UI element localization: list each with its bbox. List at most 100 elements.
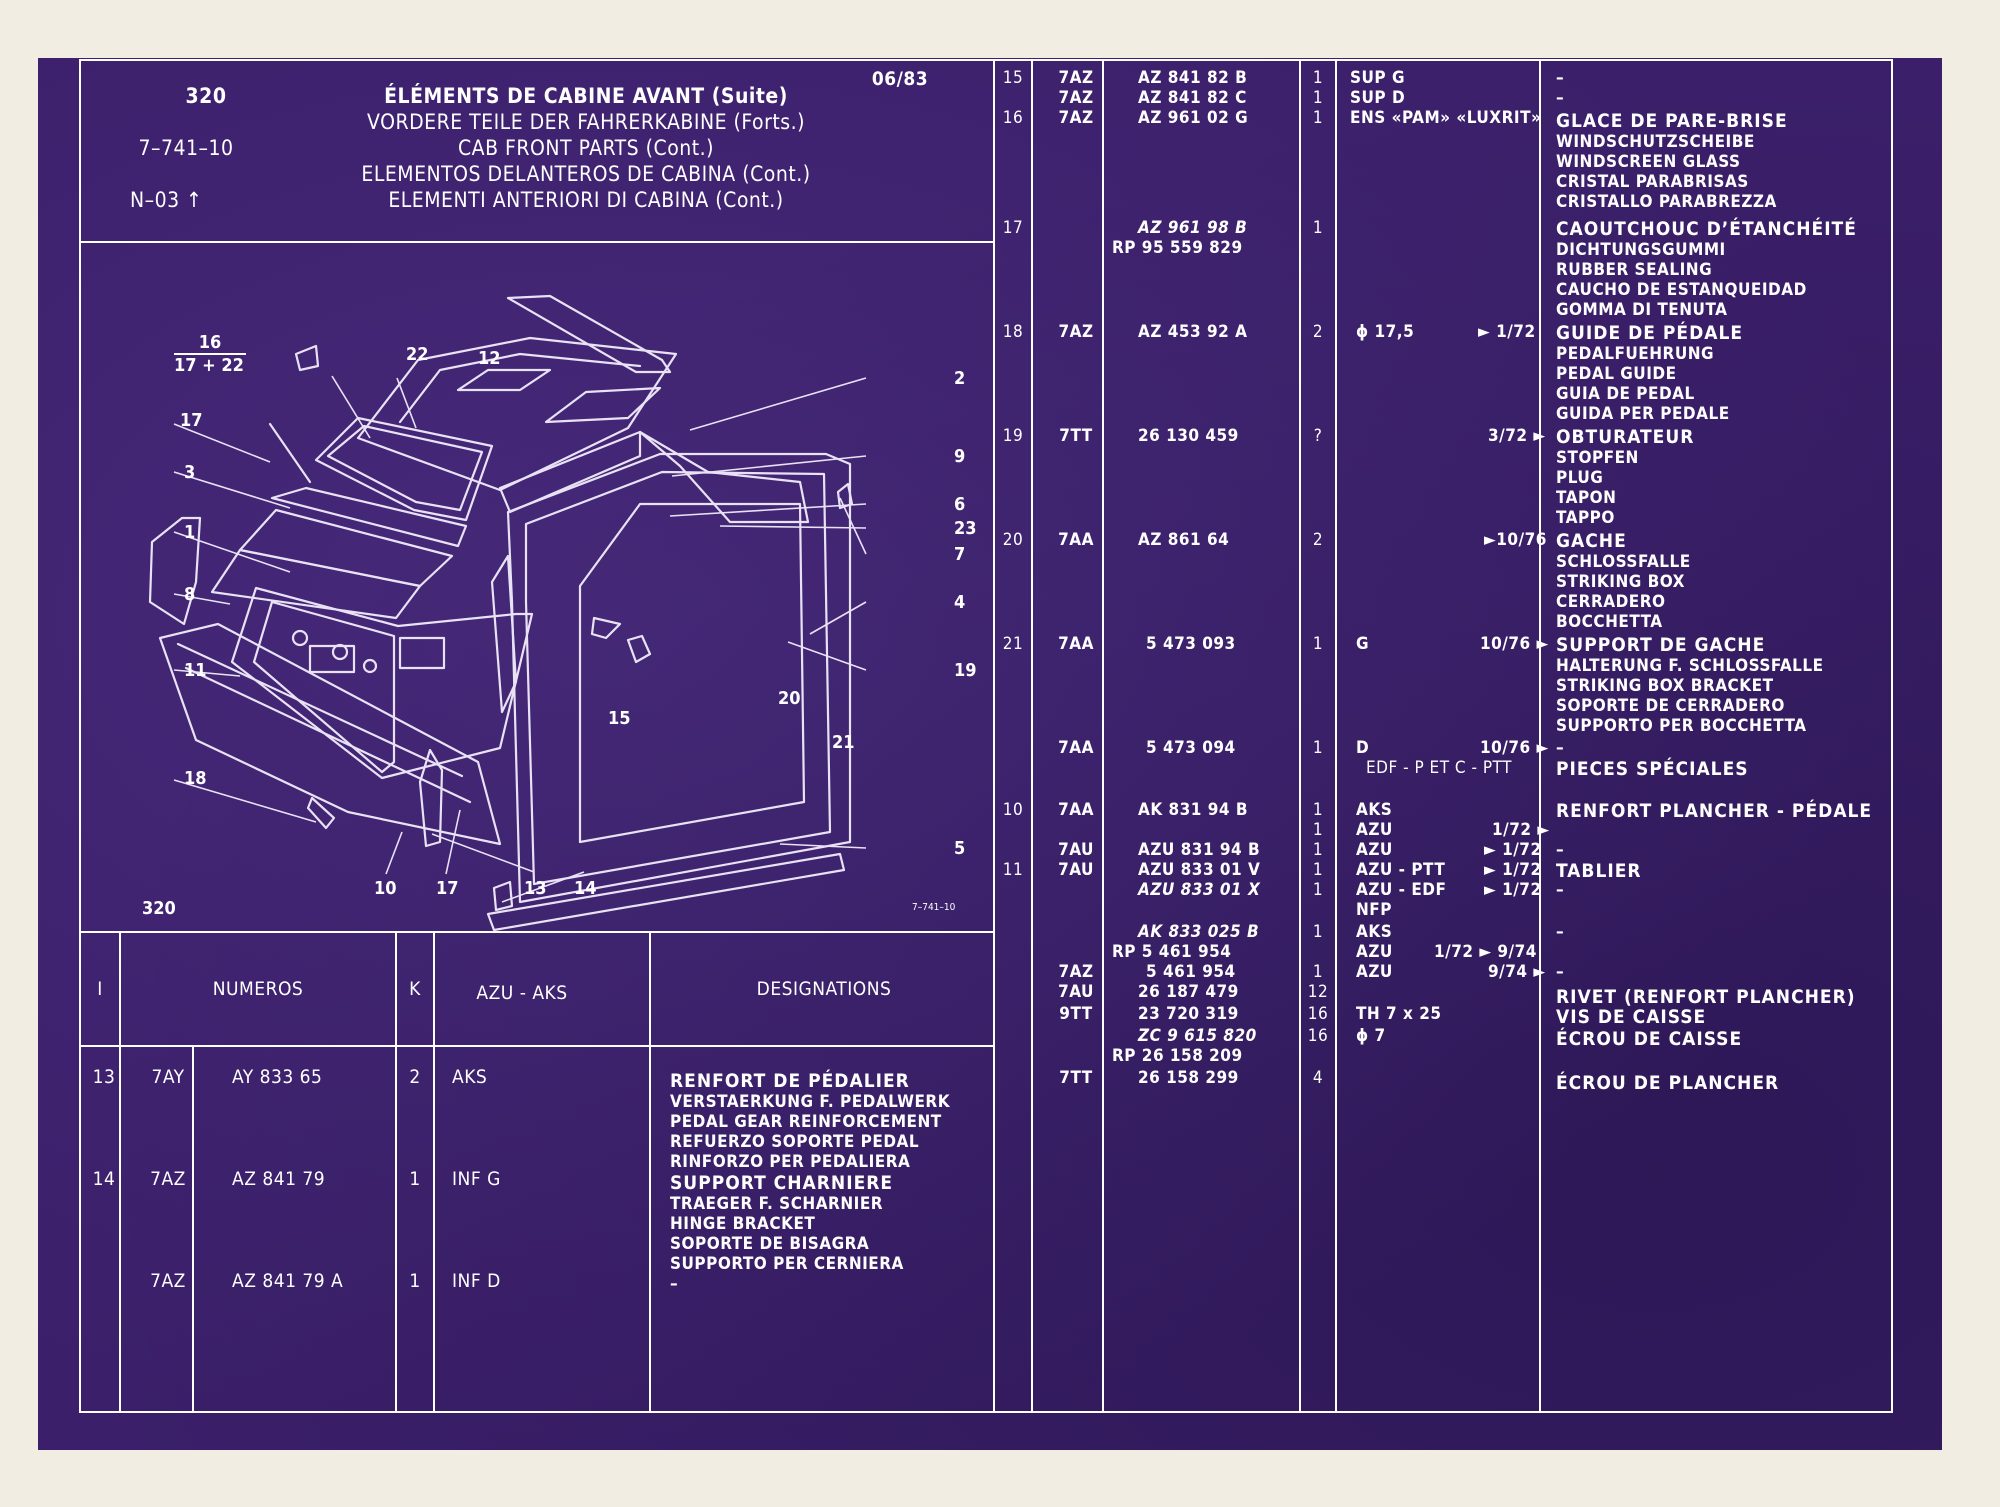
group-label-top: 16: [198, 332, 222, 353]
callout-11: 11: [184, 660, 207, 681]
row-azu: AZU - EDF: [1356, 880, 1447, 900]
callout-21: 21: [832, 732, 855, 753]
row-qty: 1: [1312, 218, 1324, 238]
col-header-designations: DESIGNATIONS: [756, 978, 892, 1000]
designation-en: HINGE BRACKET: [670, 1214, 816, 1234]
row-azu: SUP D: [1350, 88, 1406, 108]
callout-8: 8: [184, 584, 196, 605]
row-item: 11: [1002, 860, 1024, 880]
row-number: AZ 453 92 A: [1138, 322, 1248, 342]
row-date: 10/76 ►: [1480, 738, 1549, 758]
row-qty: 1: [409, 1168, 421, 1190]
title-it: ELEMENTI ANTERIORI DI CABINA (Cont.): [388, 188, 784, 212]
row-azu: INF G: [452, 1168, 501, 1190]
row-item: 20: [1002, 530, 1024, 550]
designation-it: TAPPO: [1556, 508, 1615, 528]
designation-fr: TABLIER: [1556, 860, 1642, 882]
callout-4: 4: [954, 592, 966, 613]
row-item: 17: [1002, 218, 1024, 238]
row-date: ►10/76: [1484, 530, 1547, 550]
row-azu: NFP: [1356, 900, 1392, 920]
row-code: 7AZ: [1058, 322, 1094, 342]
page-number: 320: [185, 84, 227, 108]
issue-date: 06/83: [871, 68, 929, 90]
row-number: AZ 841 82 C: [1138, 88, 1247, 108]
row-number: RP 26 158 209: [1112, 1046, 1243, 1066]
callout-2: 2: [954, 368, 966, 389]
row-azu: ENS «PAM» «LUXRIT»: [1350, 108, 1542, 128]
row-azu: G: [1356, 634, 1370, 654]
row-code: 7AU: [1058, 860, 1094, 880]
designation-fr: GLACE DE PARE-BRISE: [1556, 110, 1788, 132]
callout-20: 20: [778, 688, 801, 709]
designation-es: SOPORTE DE CERRADERO: [1556, 696, 1785, 716]
designation-es: REFUERZO SOPORTE PEDAL: [670, 1132, 920, 1152]
table-grid: [79, 59, 1893, 1413]
row-azu: AZU: [1356, 942, 1393, 962]
row-code: 7AZ: [150, 1270, 186, 1292]
row-code: 7AA: [1058, 634, 1094, 654]
row-number: AZ 841 79 A: [232, 1270, 344, 1292]
title-de: VORDERE TEILE DER FAHRERKABINE (Forts.): [367, 110, 805, 134]
row-azu: EDF - P ET C - PTT: [1366, 758, 1512, 778]
designation-fr: –: [670, 1274, 679, 1294]
row-qty: 16: [1307, 1004, 1329, 1024]
row-date: 3/72 ►: [1488, 426, 1546, 446]
reference-code: 7–741–10: [138, 136, 234, 160]
row-qty: 1: [1312, 860, 1324, 880]
row-qty: 1: [1312, 880, 1324, 900]
row-item: 13: [92, 1066, 116, 1088]
designation-it: GOMMA DI TENUTA: [1556, 300, 1728, 320]
row-qty: 1: [1312, 108, 1324, 128]
row-qty: 2: [1312, 530, 1324, 550]
designation-de: STOPFEN: [1556, 448, 1639, 468]
callout-1: 1: [184, 522, 196, 543]
row-number: AK 831 94 B: [1138, 800, 1249, 820]
designation-es: TAPON: [1556, 488, 1617, 508]
row-qty: 1: [1312, 820, 1324, 840]
row-item: 19: [1002, 426, 1024, 446]
row-number: ZC 9 615 820: [1138, 1026, 1257, 1046]
row-qty: 1: [1312, 800, 1324, 820]
row-azu: AZU: [1356, 840, 1393, 860]
row-item: 10: [1002, 800, 1024, 820]
designation-it: SUPPORTO PER CERNIERA: [670, 1254, 904, 1274]
col-header-k: K: [409, 978, 421, 1000]
figure-number: 320: [142, 898, 176, 919]
row-date: 1/72 ► 9/74: [1434, 942, 1537, 962]
designation-es: SOPORTE DE BISAGRA: [670, 1234, 870, 1254]
designation-it: BOCCHETTA: [1556, 612, 1663, 632]
callout-5: 5: [954, 838, 966, 859]
designation-it: GUIDA PER PEDALE: [1556, 404, 1730, 424]
row-code: 7AZ: [1058, 962, 1094, 982]
callout-3: 3: [184, 462, 196, 483]
designation-fr: GUIDE DE PÉDALE: [1556, 322, 1744, 344]
row-code: 9TT: [1059, 1004, 1093, 1024]
row-qty: 1: [1312, 840, 1324, 860]
row-item: 15: [1002, 68, 1024, 88]
designation-de: PEDALFUEHRUNG: [1556, 344, 1715, 364]
row-number: 26 158 299: [1138, 1068, 1239, 1088]
row-number: 23 720 319: [1138, 1004, 1239, 1024]
designation-fr: –: [1556, 962, 1565, 982]
row-number: AZU 833 01 X: [1138, 880, 1261, 900]
row-number: AZ 961 02 G: [1138, 108, 1249, 128]
row-azu: ϕ 17,5: [1356, 322, 1415, 342]
callout-9: 9: [954, 446, 966, 467]
row-number: 5 461 954: [1146, 962, 1236, 982]
row-code: 7AU: [1058, 982, 1094, 1002]
designation-de: SCHLOSSFALLE: [1556, 552, 1691, 572]
designation-de: VERSTAERKUNG F. PEDALWERK: [670, 1092, 951, 1112]
designation-it: RINFORZO PER PEDALIERA: [670, 1152, 911, 1172]
designation-fr: –: [1556, 68, 1565, 88]
row-number: AZ 861 64: [1138, 530, 1230, 550]
designation-en: PEDAL GUIDE: [1556, 364, 1677, 384]
row-code: 7AZ: [1058, 68, 1094, 88]
designation-fr: OBTURATEUR: [1556, 426, 1695, 448]
figure-ref: 7–741–10: [912, 902, 956, 913]
callout-13: 13: [524, 878, 547, 899]
row-qty: 1: [1312, 922, 1324, 942]
designation-it: CRISTALLO PARABREZZA: [1556, 192, 1777, 212]
col-header-numeros: NUMEROS: [212, 978, 304, 1000]
callout-12: 12: [478, 348, 501, 369]
